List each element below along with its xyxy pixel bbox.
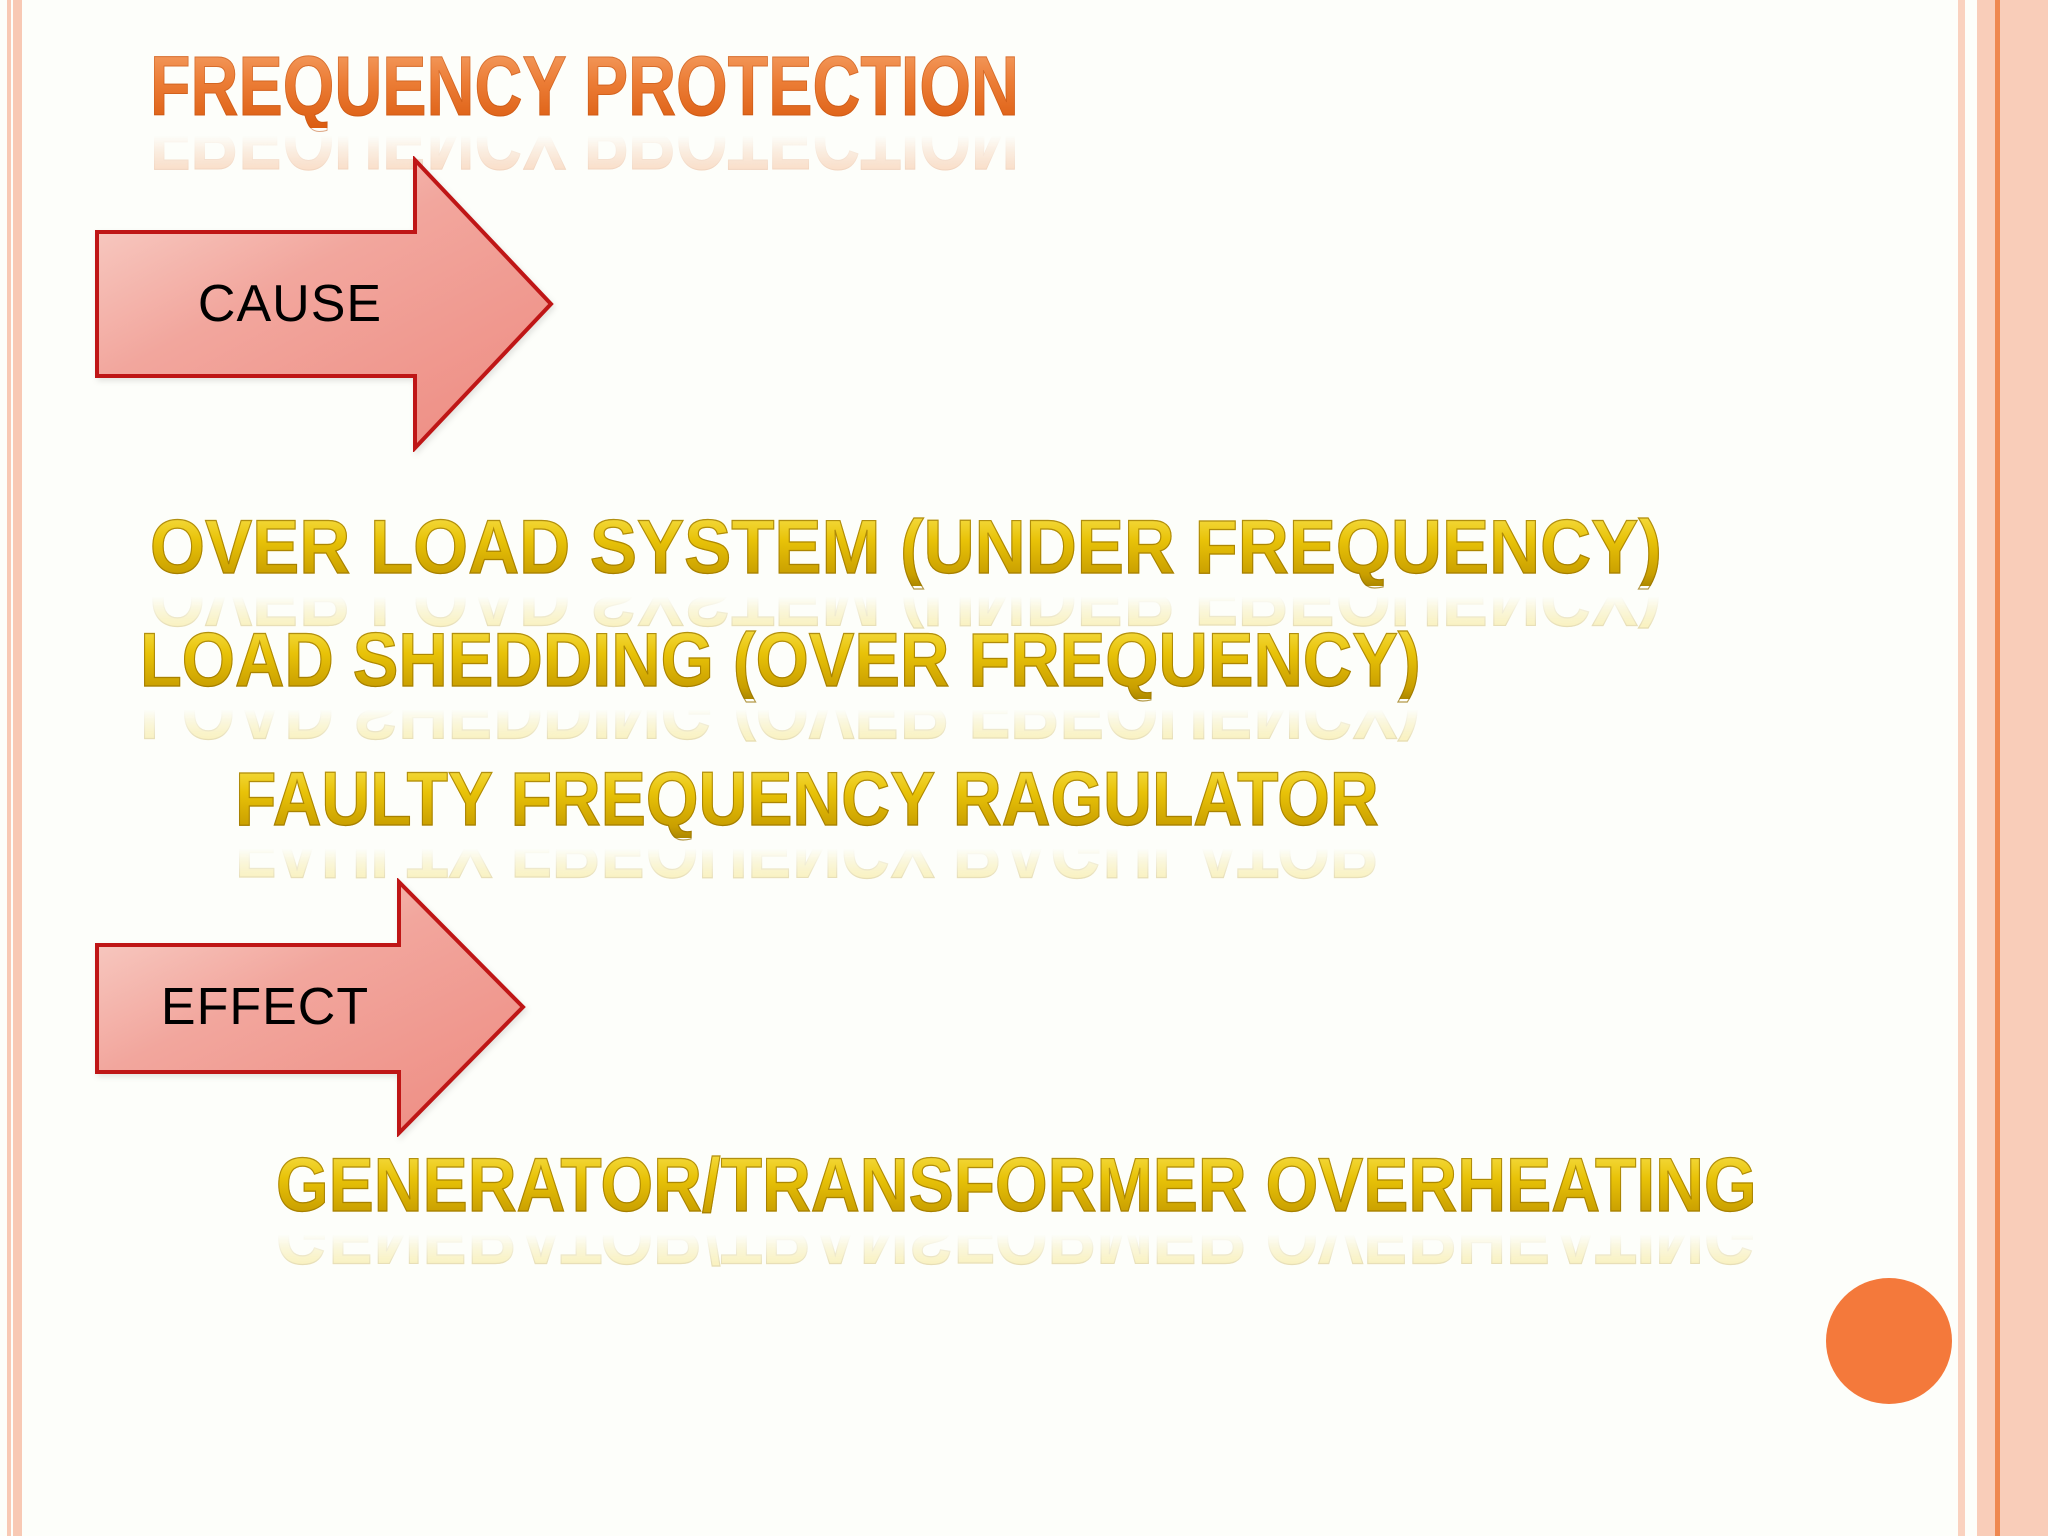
- cause-item-3: FAULTY FREQUENCY RAGULATOR: [234, 757, 1379, 842]
- right-arrow-icon: [95, 878, 526, 1137]
- right-border-stripe-accent: [1995, 0, 2000, 1536]
- effect-arrow: [93, 878, 527, 1137]
- left-border-stripe-wide: [13, 0, 22, 1536]
- right-arrow-icon: [95, 156, 554, 452]
- left-border-stripe-thin: [7, 0, 11, 1536]
- cause-arrow-label: CAUSE: [197, 274, 383, 333]
- right-border-stripe-thin: [1958, 0, 1965, 1536]
- right-border-stripe-edge: [2000, 0, 2048, 1536]
- right-border-stripe-mid: [1977, 0, 1995, 1536]
- page-title: FREQUENCY PROTECTION: [150, 39, 1020, 133]
- decorative-circle: [1826, 1278, 1952, 1404]
- cause-item-1: OVER LOAD SYSTEM (UNDER FREQUENCY): [149, 505, 1662, 590]
- effect-arrow-label: EFFECT: [160, 977, 370, 1036]
- cause-arrow: [93, 156, 555, 452]
- cause-item-2: LOAD SHEDDING (OVER FREQUENCY): [139, 618, 1421, 703]
- effect-item-1: GENERATOR/TRANSFORMER OVERHEATING: [275, 1143, 1757, 1228]
